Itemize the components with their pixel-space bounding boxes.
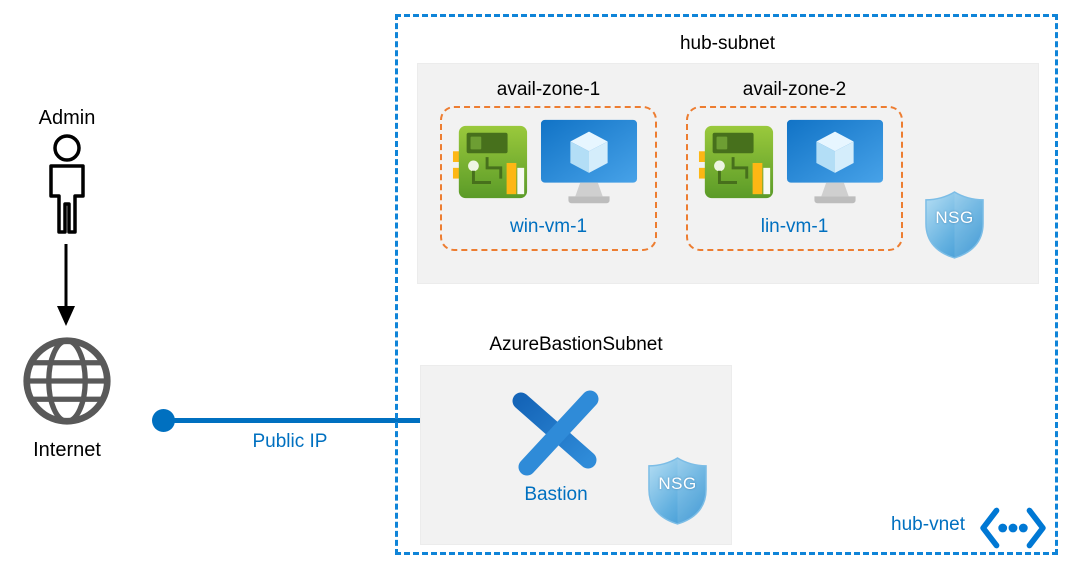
avail-zone-1-box	[440, 106, 657, 251]
network-interface-icon	[698, 123, 776, 201]
virtual-machine-icon	[786, 118, 884, 210]
bastion-label: Bastion	[524, 484, 588, 505]
bastion-icon	[506, 388, 606, 480]
internet-globe-icon	[23, 337, 111, 425]
public-ip-label: Public IP	[252, 431, 328, 452]
lin-vm-1-label: lin-vm-1	[760, 216, 829, 237]
down-arrow-icon	[57, 244, 75, 326]
virtual-network-icon	[978, 505, 1048, 551]
azure-bastion-subnet-label: AzureBastionSubnet	[489, 334, 663, 355]
avail-zone-2-label: avail-zone-2	[742, 79, 847, 100]
admin-person-icon	[49, 134, 85, 234]
admin-label: Admin	[38, 107, 96, 129]
public-ip-connector-line	[163, 418, 421, 423]
hub-vnet-label: hub-vnet	[891, 514, 965, 535]
avail-zone-1-label: avail-zone-1	[496, 79, 601, 100]
hub-vnet-boundary	[395, 14, 1058, 555]
hub-subnet-label: hub-subnet	[679, 33, 776, 54]
internet-label: Internet	[33, 439, 101, 461]
win-vm-1-label: win-vm-1	[509, 216, 588, 237]
network-interface-icon	[452, 123, 530, 201]
nsg-bastion-label: NSG	[658, 474, 697, 493]
avail-zone-2-box	[686, 106, 903, 251]
virtual-machine-icon	[540, 118, 638, 210]
nsg-hub-label: NSG	[935, 208, 974, 227]
